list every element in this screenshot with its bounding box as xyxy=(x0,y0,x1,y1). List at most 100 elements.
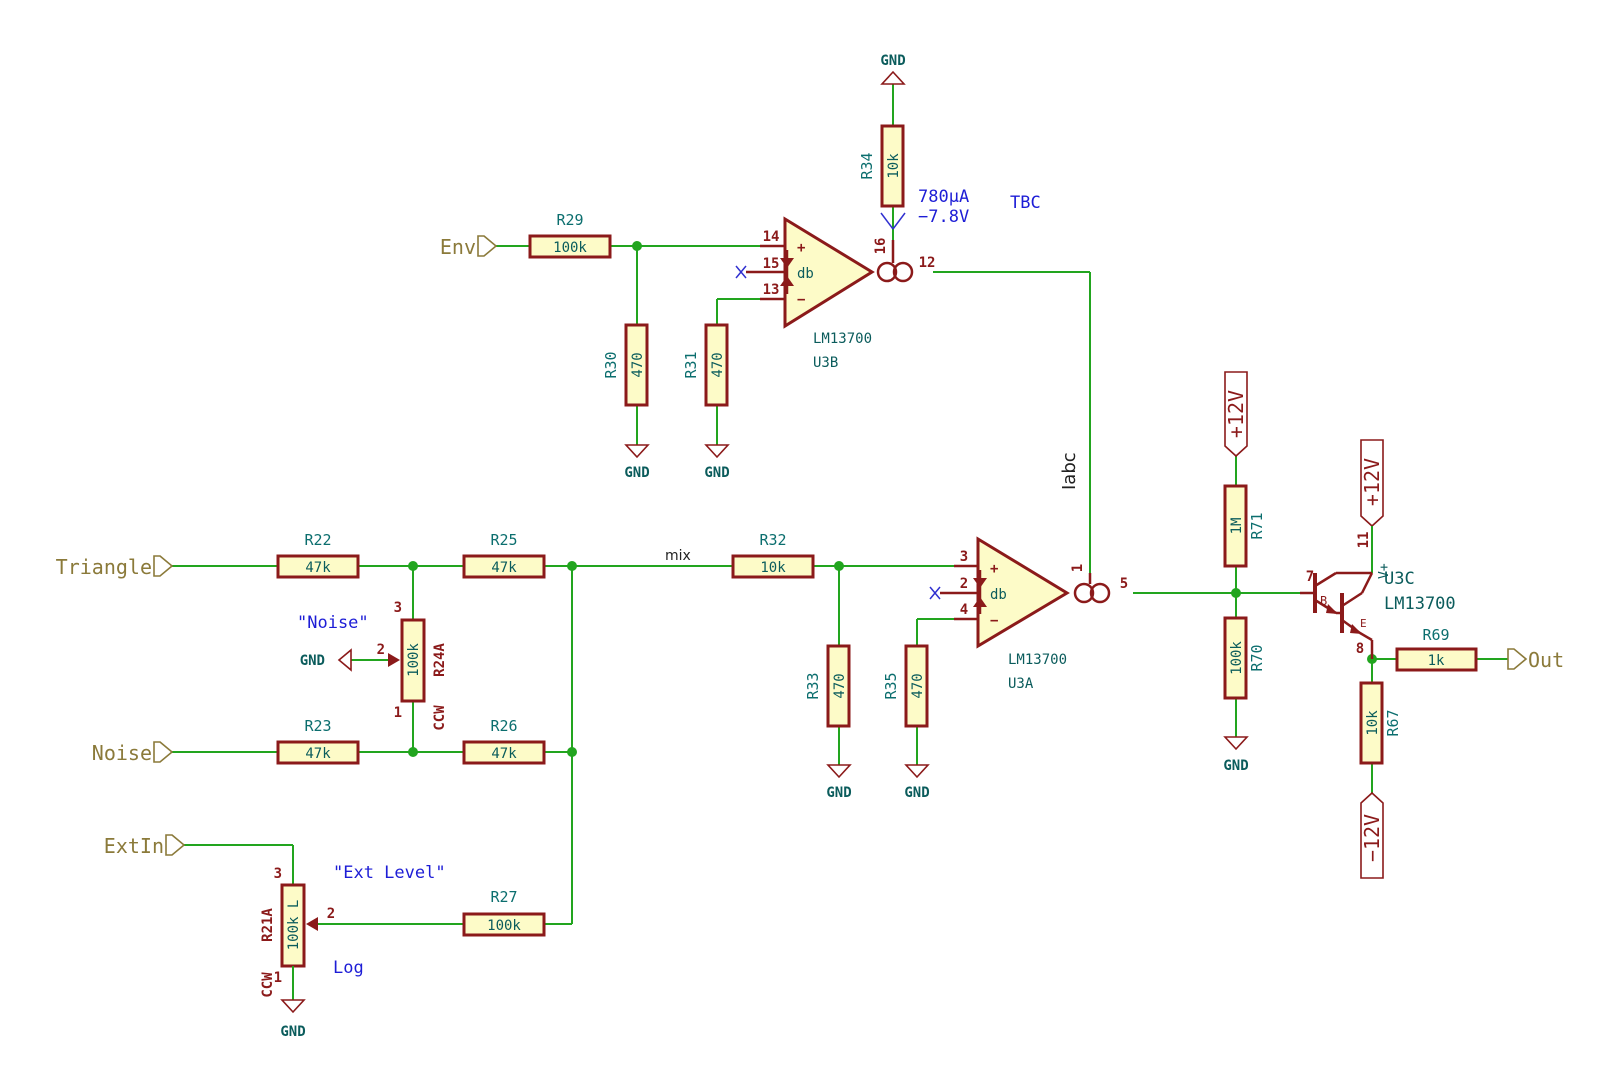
svg-text:U3B: U3B xyxy=(813,355,838,371)
svg-text:R67: R67 xyxy=(1384,709,1402,736)
svg-text:U3C: U3C xyxy=(1384,569,1415,589)
svg-text:100k: 100k xyxy=(553,240,587,256)
gnd-r35: GND xyxy=(904,764,930,801)
svg-text:10k: 10k xyxy=(1365,710,1381,736)
potentiometer-r24a[interactable]: 100k R24A CCW 3 2 1 xyxy=(377,600,448,731)
svg-text:100k: 100k xyxy=(487,918,521,934)
svg-text:100k L: 100k L xyxy=(286,900,302,951)
resistor-r69: R69 1k xyxy=(1395,626,1478,672)
svg-text:CCW: CCW xyxy=(432,705,448,731)
no-connect-u3b xyxy=(735,265,760,279)
svg-text:db: db xyxy=(797,266,814,282)
svg-text:+12V: +12V xyxy=(1360,458,1384,506)
resistor-r33: R33 470 xyxy=(804,644,851,765)
svg-text:16: 16 xyxy=(873,238,889,255)
svg-text:R23: R23 xyxy=(304,717,331,735)
svg-text:3: 3 xyxy=(394,600,402,616)
svg-text:8: 8 xyxy=(1356,641,1364,657)
svg-text:LM13700: LM13700 xyxy=(1384,594,1456,614)
svg-text:R35: R35 xyxy=(882,672,900,699)
svg-text:U3A: U3A xyxy=(1008,676,1034,692)
svg-text:1M: 1M xyxy=(1229,518,1245,535)
svg-text:2: 2 xyxy=(960,576,968,592)
svg-text:GND: GND xyxy=(880,53,905,69)
svg-text:R32: R32 xyxy=(759,531,786,549)
potentiometer-r21a[interactable]: 100k L R21A CCW 3 2 1 xyxy=(260,866,335,998)
power-p12-r71: +12V xyxy=(1224,371,1248,458)
resistor-r32: R32 10k xyxy=(731,531,815,579)
port-noise[interactable]: Noise xyxy=(92,741,174,765)
svg-text:470: 470 xyxy=(832,673,848,698)
svg-text:5: 5 xyxy=(1120,576,1128,592)
resistor-r70: 100k R70 xyxy=(1223,616,1266,737)
svg-text:7: 7 xyxy=(1306,569,1314,585)
resistor-r30: R30 470 xyxy=(602,323,649,445)
svg-text:R27: R27 xyxy=(490,888,517,906)
svg-text:R69: R69 xyxy=(1422,626,1449,644)
svg-text:GND: GND xyxy=(1223,758,1248,774)
resistor-r67: 10k R67 xyxy=(1359,659,1402,793)
power-p12-u3c: +12V xyxy=(1360,439,1384,546)
svg-text:3: 3 xyxy=(960,549,968,565)
svg-text:470: 470 xyxy=(630,352,646,377)
svg-text:1: 1 xyxy=(394,705,402,721)
svg-text:10k: 10k xyxy=(760,560,786,576)
svg-text:R30: R30 xyxy=(602,351,620,378)
svg-text:−12V: −12V xyxy=(1360,814,1384,862)
svg-text:47k: 47k xyxy=(305,560,331,576)
svg-text:R70: R70 xyxy=(1248,644,1266,671)
svg-text:47k: 47k xyxy=(491,746,517,762)
port-triangle[interactable]: Triangle xyxy=(56,555,174,579)
gnd-r30: GND xyxy=(624,444,650,481)
svg-text:R26: R26 xyxy=(490,717,517,735)
probe-marker xyxy=(880,212,906,230)
svg-text:+: + xyxy=(990,561,998,577)
svg-text:Env: Env xyxy=(440,235,476,259)
svg-text:GND: GND xyxy=(826,785,851,801)
port-out[interactable]: Out xyxy=(1507,648,1564,672)
svg-text:3: 3 xyxy=(274,866,282,882)
no-connect-u3a xyxy=(929,586,954,600)
svg-text:ExtIn: ExtIn xyxy=(104,834,164,858)
darlington-u3c: 7 8 11 B E V+ U3C LM13700 xyxy=(1300,532,1456,659)
resistor-r26: R26 47k xyxy=(462,717,546,765)
svg-text:470: 470 xyxy=(710,352,726,377)
resistor-r29: R29 100k xyxy=(528,211,612,259)
ota-u3b: db + − 14 15 13 16 12 LM13700 U3B xyxy=(760,216,935,371)
mix-net-label: mix xyxy=(665,548,691,564)
svg-text:GND: GND xyxy=(904,785,929,801)
gnd-r34: GND xyxy=(880,53,906,85)
svg-text:47k: 47k xyxy=(491,560,517,576)
svg-text:100k: 100k xyxy=(1229,641,1245,675)
svg-text:+12V: +12V xyxy=(1224,390,1248,438)
resistor-r34: R34 10k xyxy=(858,84,905,240)
svg-text:Triangle: Triangle xyxy=(56,555,152,579)
port-extin[interactable]: ExtIn xyxy=(104,834,186,858)
svg-text:R29: R29 xyxy=(556,211,583,229)
noise-pot-label: "Noise" xyxy=(297,613,369,633)
gnd-r70: GND xyxy=(1223,736,1249,774)
resistor-r27: R27 100k xyxy=(462,888,546,937)
svg-text:1: 1 xyxy=(274,970,282,986)
svg-text:2: 2 xyxy=(327,906,335,922)
svg-text:B: B xyxy=(1320,594,1327,608)
junctions xyxy=(408,241,1377,757)
svg-text:GND: GND xyxy=(300,653,325,669)
svg-text:R24A: R24A xyxy=(432,643,448,677)
svg-text:R22: R22 xyxy=(304,531,331,549)
iabc-net-label: Iabc xyxy=(1059,452,1080,490)
gnd-r21: GND xyxy=(280,999,306,1040)
ota-u3a: db + − 3 2 4 1 5 LM13700 U3A xyxy=(954,536,1128,692)
ext-level-label: "Ext Level" xyxy=(333,863,446,883)
svg-text:R34: R34 xyxy=(858,152,876,179)
voltage-annotation: −7.8V xyxy=(918,207,969,227)
svg-text:−: − xyxy=(797,292,805,308)
current-annotation: 780µA xyxy=(918,187,969,207)
resistor-r23: R23 47k xyxy=(276,717,360,765)
svg-text:R31: R31 xyxy=(682,351,700,378)
resistor-r35: R35 470 xyxy=(882,644,929,765)
svg-text:14: 14 xyxy=(763,229,780,245)
svg-text:47k: 47k xyxy=(305,746,331,762)
port-env[interactable]: Env xyxy=(440,235,498,259)
svg-text:2: 2 xyxy=(377,642,385,658)
